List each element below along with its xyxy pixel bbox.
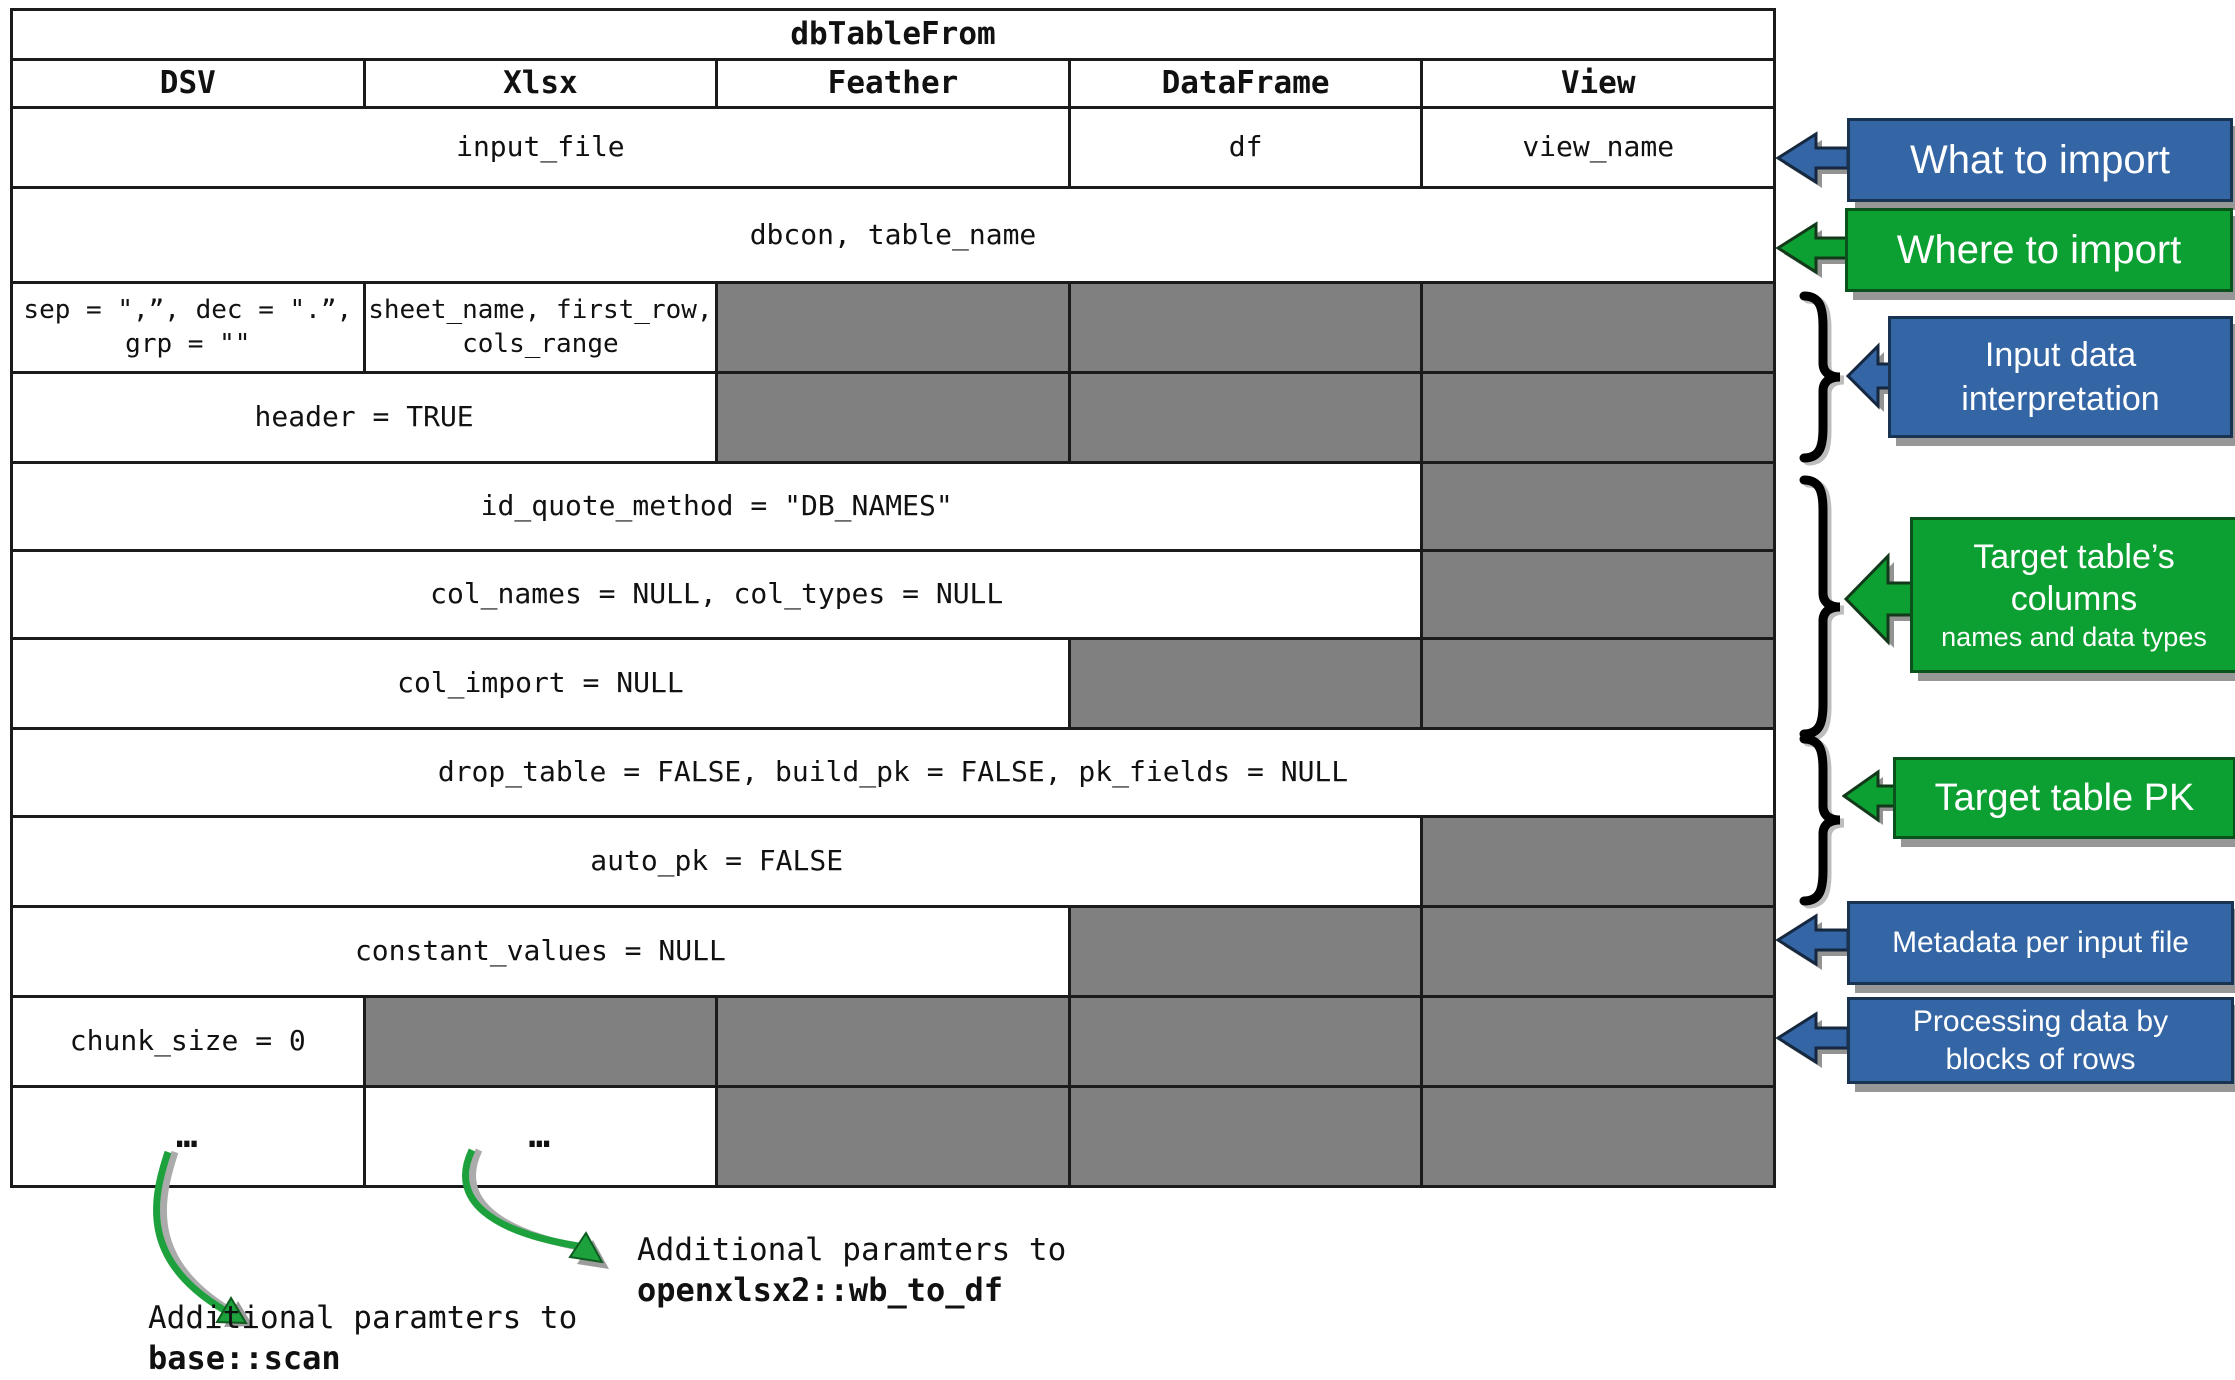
column-header-dsv: DSV	[10, 58, 366, 109]
callout-label: Target table PK	[1934, 776, 2195, 819]
column-header-view: View	[1420, 58, 1776, 109]
table-title: dbTableFrom	[10, 8, 1776, 61]
callout-label: Where to import	[1896, 227, 2182, 272]
left-arrow-icon-metadata	[1776, 913, 1854, 970]
footnote-text: Additional paramters to	[148, 1300, 578, 1336]
curly-brace-target-columns	[1799, 475, 1845, 742]
param-cell	[1067, 995, 1424, 1088]
param-cell	[1420, 1085, 1776, 1188]
column-header-feather: Feather	[715, 58, 1071, 109]
callout-label: Input data	[1984, 336, 2137, 374]
footnote-code: openxlsx2::wb_to_df	[637, 1271, 1004, 1309]
callout-label: interpretation	[1961, 380, 2160, 418]
callout-processing-by-blocks: Processing data by blocks of rows	[1847, 997, 2234, 1084]
param-cell	[1067, 1085, 1424, 1188]
callout-label: Metadata per input file	[1892, 926, 2189, 959]
table-row: header = TRUE	[9, 371, 1776, 464]
table-row: constant_values = NULL	[10, 905, 1776, 998]
footnote-openxlsx2: Additional paramters to openxlsx2::wb_to…	[637, 1230, 1066, 1311]
param-cell	[1067, 281, 1424, 374]
param-cell	[1420, 995, 1776, 1088]
param-cell	[1420, 371, 1776, 464]
param-cell	[715, 281, 1071, 374]
param-cell: col_names = NULL, col_types = NULL	[9, 549, 1424, 640]
table-row: chunk_size = 0	[10, 995, 1776, 1088]
param-cell: auto_pk = FALSE	[9, 815, 1424, 908]
param-cell: df	[1067, 106, 1424, 189]
param-cell	[362, 995, 719, 1088]
param-cell	[1067, 371, 1424, 464]
param-cell: constant_values = NULL	[10, 905, 1071, 998]
callout-label: Target table’s	[1973, 538, 2175, 576]
callout-where-to-import: Where to import	[1845, 208, 2233, 292]
param-cell	[1420, 281, 1776, 374]
table-row: sep = ",”, dec = ".”,grp = ""sheet_name,…	[10, 281, 1776, 374]
param-cell: sheet_name, first_row,cols_range	[362, 281, 719, 374]
left-arrow-icon-target-columns	[1844, 552, 1920, 648]
param-cell: chunk_size = 0	[10, 995, 366, 1088]
column-header-xlsx: Xlsx	[362, 58, 719, 109]
param-cell: sep = ",”, dec = ".”,grp = ""	[10, 281, 366, 374]
param-cell	[715, 371, 1071, 464]
param-cell: id_quote_method = "DB_NAMES"	[9, 461, 1424, 552]
table-row: id_quote_method = "DB_NAMES"	[9, 461, 1776, 552]
param-cell: drop_table = FALSE, build_pk = FALSE, pk…	[10, 727, 1776, 818]
callout-metadata-per-input-file: Metadata per input file	[1847, 901, 2234, 985]
param-cell	[715, 995, 1071, 1088]
callout-sublabel: names and data types	[1941, 622, 2207, 652]
left-arrow-icon-processing	[1776, 1011, 1854, 1068]
left-arrow-icon-what	[1776, 131, 1854, 188]
table-row: ……	[10, 1085, 1776, 1188]
param-cell: input_file	[10, 106, 1071, 189]
callout-label: Processing data by	[1912, 1004, 2169, 1038]
left-arrow-icon-where	[1776, 221, 1854, 278]
callout-what-to-import: What to import	[1847, 118, 2233, 202]
param-cell: view_name	[1420, 106, 1776, 189]
callout-target-table-columns: Target table’s columns names and data ty…	[1910, 517, 2235, 673]
param-cell: …	[362, 1085, 719, 1188]
table-row: col_import = NULL	[10, 637, 1776, 730]
callout-label: blocks of rows	[1945, 1042, 2136, 1076]
callout-label: columns	[2010, 580, 2138, 618]
param-cell: col_import = NULL	[10, 637, 1071, 730]
param-cell	[1067, 637, 1424, 730]
footnote-text: Additional paramters to	[637, 1232, 1067, 1268]
table-row: drop_table = FALSE, build_pk = FALSE, pk…	[10, 727, 1776, 818]
param-cell	[1420, 815, 1776, 908]
param-cell: dbcon, table_name	[10, 186, 1776, 284]
table-title-row: dbTableFrom	[10, 8, 1776, 61]
table-row: dbcon, table_name	[10, 186, 1776, 284]
curly-brace-input-interpretation	[1799, 291, 1845, 466]
table-row: col_names = NULL, col_types = NULL	[9, 549, 1776, 640]
footnote-base-scan: Additional paramters to base::scan	[148, 1298, 577, 1379]
param-cell	[1067, 905, 1424, 998]
param-cell	[715, 1085, 1071, 1188]
callout-target-table-pk: Target table PK	[1893, 757, 2235, 839]
column-header-dataframe: DataFrame	[1067, 58, 1424, 109]
param-cell: …	[10, 1085, 366, 1188]
param-cell	[1420, 637, 1776, 730]
param-cell	[1420, 549, 1776, 640]
curved-arrow-icons-footnotes	[153, 1148, 609, 1327]
callout-input-data-interpretation: Input data interpretation	[1888, 316, 2233, 438]
footnote-code: base::scan	[148, 1339, 341, 1377]
callout-label: What to import	[1909, 137, 2171, 182]
param-cell	[1420, 905, 1776, 998]
param-cell	[1420, 461, 1776, 552]
table-row: auto_pk = FALSE	[9, 815, 1776, 908]
param-cell: header = TRUE	[9, 371, 719, 464]
curly-brace-target-pk	[1799, 734, 1845, 909]
